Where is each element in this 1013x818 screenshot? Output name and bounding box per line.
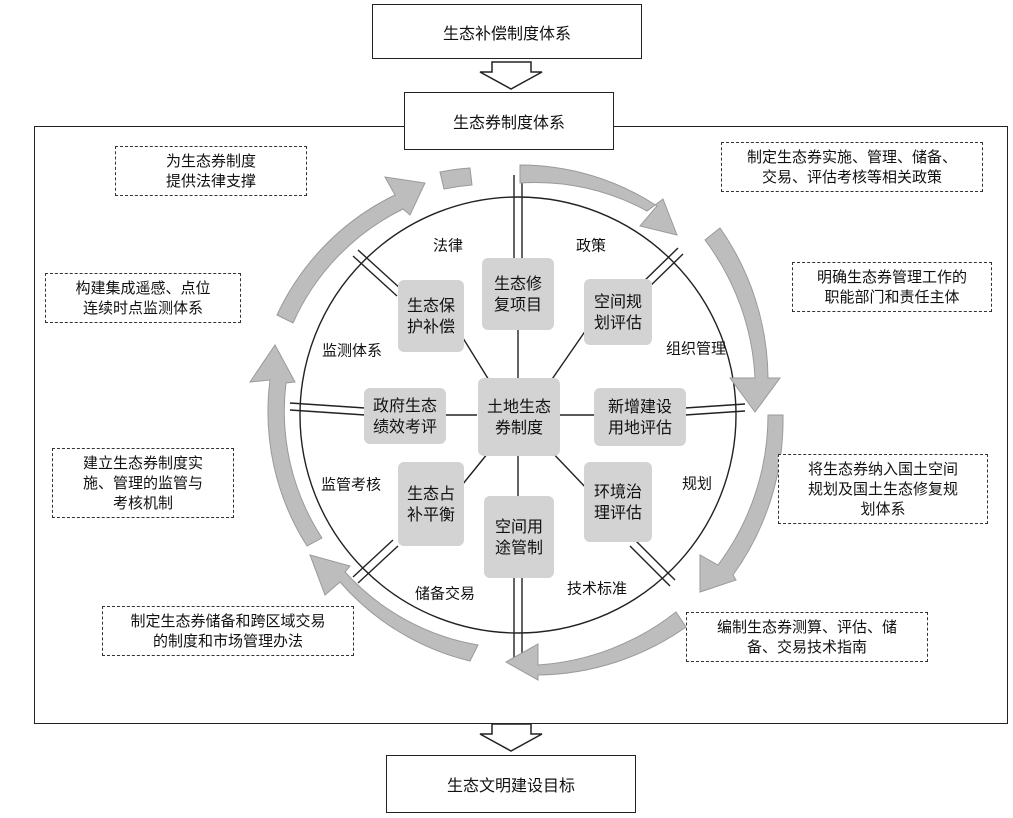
ring-label-law: 法律	[432, 236, 464, 255]
ring-label-organization: 组织管理	[665, 339, 727, 358]
node-line: 空间规	[593, 292, 642, 311]
note-line: 为生态券制度	[165, 152, 256, 170]
note-organization: 明确生态券管理工作的职能部门和责任主体	[792, 262, 992, 312]
node-line: 护补偿	[406, 317, 455, 336]
node-line: 理评估	[593, 503, 642, 522]
note-line: 连续时点监测体系	[82, 299, 203, 317]
node-line: 补平衡	[406, 505, 455, 524]
center-line1: 土地生态	[486, 397, 551, 416]
frame-title-box: 生态券制度体系	[404, 92, 614, 150]
node-line: 生态保	[406, 296, 455, 315]
node-line: 途管制	[494, 538, 543, 557]
note-line: 规划及国土生态修复规	[807, 480, 958, 498]
down-arrow-bottom	[479, 723, 543, 752]
top-title-box: 生态补偿制度体系	[372, 4, 642, 59]
note-line: 职能部门和责任主体	[824, 288, 960, 306]
node-line: 用地评估	[607, 418, 672, 437]
note-line: 构建集成遥感、点位	[75, 279, 211, 297]
note-line: 施、管理的监管与	[82, 474, 203, 492]
ring-label-storage-trading: 储备交易	[414, 584, 476, 603]
ring-label-supervision-assessment: 监管考核	[320, 475, 382, 494]
note-storage-trading: 制定生态券储备和跨区域交易的制度和市场管理办法	[102, 606, 354, 656]
note-line: 制定生态券实施、管理、储备、	[746, 148, 957, 166]
bottom-title: 生态文明建设目标	[446, 776, 575, 795]
note-line: 制定生态券储备和跨区域交易	[130, 612, 326, 630]
ring-label-planning: 规划	[681, 474, 713, 493]
note-line: 将生态券纳入国土空间	[807, 460, 958, 478]
center-line2: 券制度	[494, 418, 543, 437]
frame-title: 生态券制度体系	[452, 113, 565, 132]
note-line: 的制度和市场管理办法	[152, 632, 303, 650]
node-spatial-planning: 空间规划评估	[584, 279, 652, 345]
node-line: 划评估	[593, 313, 642, 332]
node-line: 空间用	[494, 517, 543, 536]
ring-label-policy: 政策	[575, 236, 607, 255]
note-line: 考核机制	[112, 494, 173, 512]
node-ecological-protection: 生态保护补偿	[398, 280, 464, 352]
node-line: 政府生态	[372, 396, 437, 415]
node-line: 新增建设	[607, 397, 672, 416]
spokes	[289, 175, 746, 660]
note-line: 交易、评估考核等相关政策	[761, 168, 942, 186]
note-line: 明确生态券管理工作的	[816, 268, 967, 286]
node-government-performance: 政府生态绩效考评	[364, 388, 446, 444]
note-law: 为生态券制度提供法律支撑	[115, 146, 307, 196]
note-technical-standards: 编制生态券测算、评估、储备、交易技术指南	[686, 612, 928, 662]
node-ecological-restoration: 生态修复项目	[482, 258, 554, 330]
note-line: 备、交易技术指南	[746, 638, 867, 656]
note-line: 编制生态券测算、评估、储	[716, 618, 897, 636]
note-planning: 将生态券纳入国土空间规划及国土生态修复规划体系	[778, 454, 988, 524]
node-occupation-balance: 生态占补平衡	[398, 462, 464, 546]
node-line: 生态修	[493, 274, 542, 293]
note-line: 提供法律支撑	[165, 172, 256, 190]
inner-ring	[299, 196, 737, 634]
node-spatial-use-control: 空间用途管制	[484, 496, 554, 578]
node-line: 生态占	[406, 484, 455, 503]
ring-label-technical-standards: 技术标准	[566, 579, 628, 598]
note-policy: 制定生态券实施、管理、储备、交易、评估考核等相关政策	[721, 142, 983, 192]
node-line: 绩效考评	[372, 417, 437, 436]
node-line: 复项目	[493, 295, 542, 314]
note-monitoring-system: 构建集成遥感、点位连续时点监测体系	[45, 273, 241, 323]
down-arrow-top	[479, 61, 543, 90]
note-supervision-assessment: 建立生态券制度实施、管理的监管与考核机制	[52, 448, 234, 518]
node-line: 环境治	[593, 482, 642, 501]
center-node: 土地生态 券制度	[478, 378, 560, 456]
note-line: 划体系	[860, 500, 906, 518]
ring-label-monitoring-system: 监测体系	[321, 341, 383, 360]
bottom-title-box: 生态文明建设目标	[386, 755, 636, 813]
node-new-construction-land: 新增建设用地评估	[594, 388, 686, 446]
note-line: 建立生态券制度实	[82, 454, 203, 472]
cycle-arrows	[248, 164, 784, 681]
top-title: 生态补偿制度体系	[442, 23, 571, 43]
node-environmental-governance: 环境治理评估	[584, 462, 652, 542]
